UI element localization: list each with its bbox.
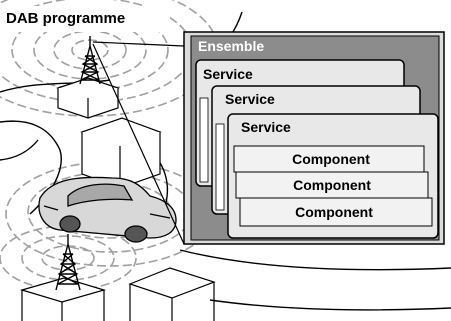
ensemble-label: Ensemble [198,38,264,54]
ensemble-block: Ensemble Service Service Service Compone… [183,31,445,245]
component-label: Component [295,204,373,220]
transmitter-tower-icon [79,36,101,85]
component-box: Component [239,197,433,227]
service-card: Service Component Component Component [227,113,439,239]
car-icon [38,176,177,243]
component-box: Component [235,171,429,199]
building-icon [80,117,162,189]
diagram-title: DAB programme [6,10,125,27]
service-label: Service [203,66,253,82]
component-label: Component [293,177,371,193]
title-backdrop [0,6,170,32]
building-icon [56,77,120,119]
transmitter-tower-icon [55,234,81,291]
service-label: Service [241,119,291,135]
component-box: Component [233,145,425,173]
service-label: Service [225,91,275,107]
component-label: Component [292,151,370,167]
connector-lines [92,41,185,245]
building-icon [19,277,107,321]
building-icon [128,267,216,321]
